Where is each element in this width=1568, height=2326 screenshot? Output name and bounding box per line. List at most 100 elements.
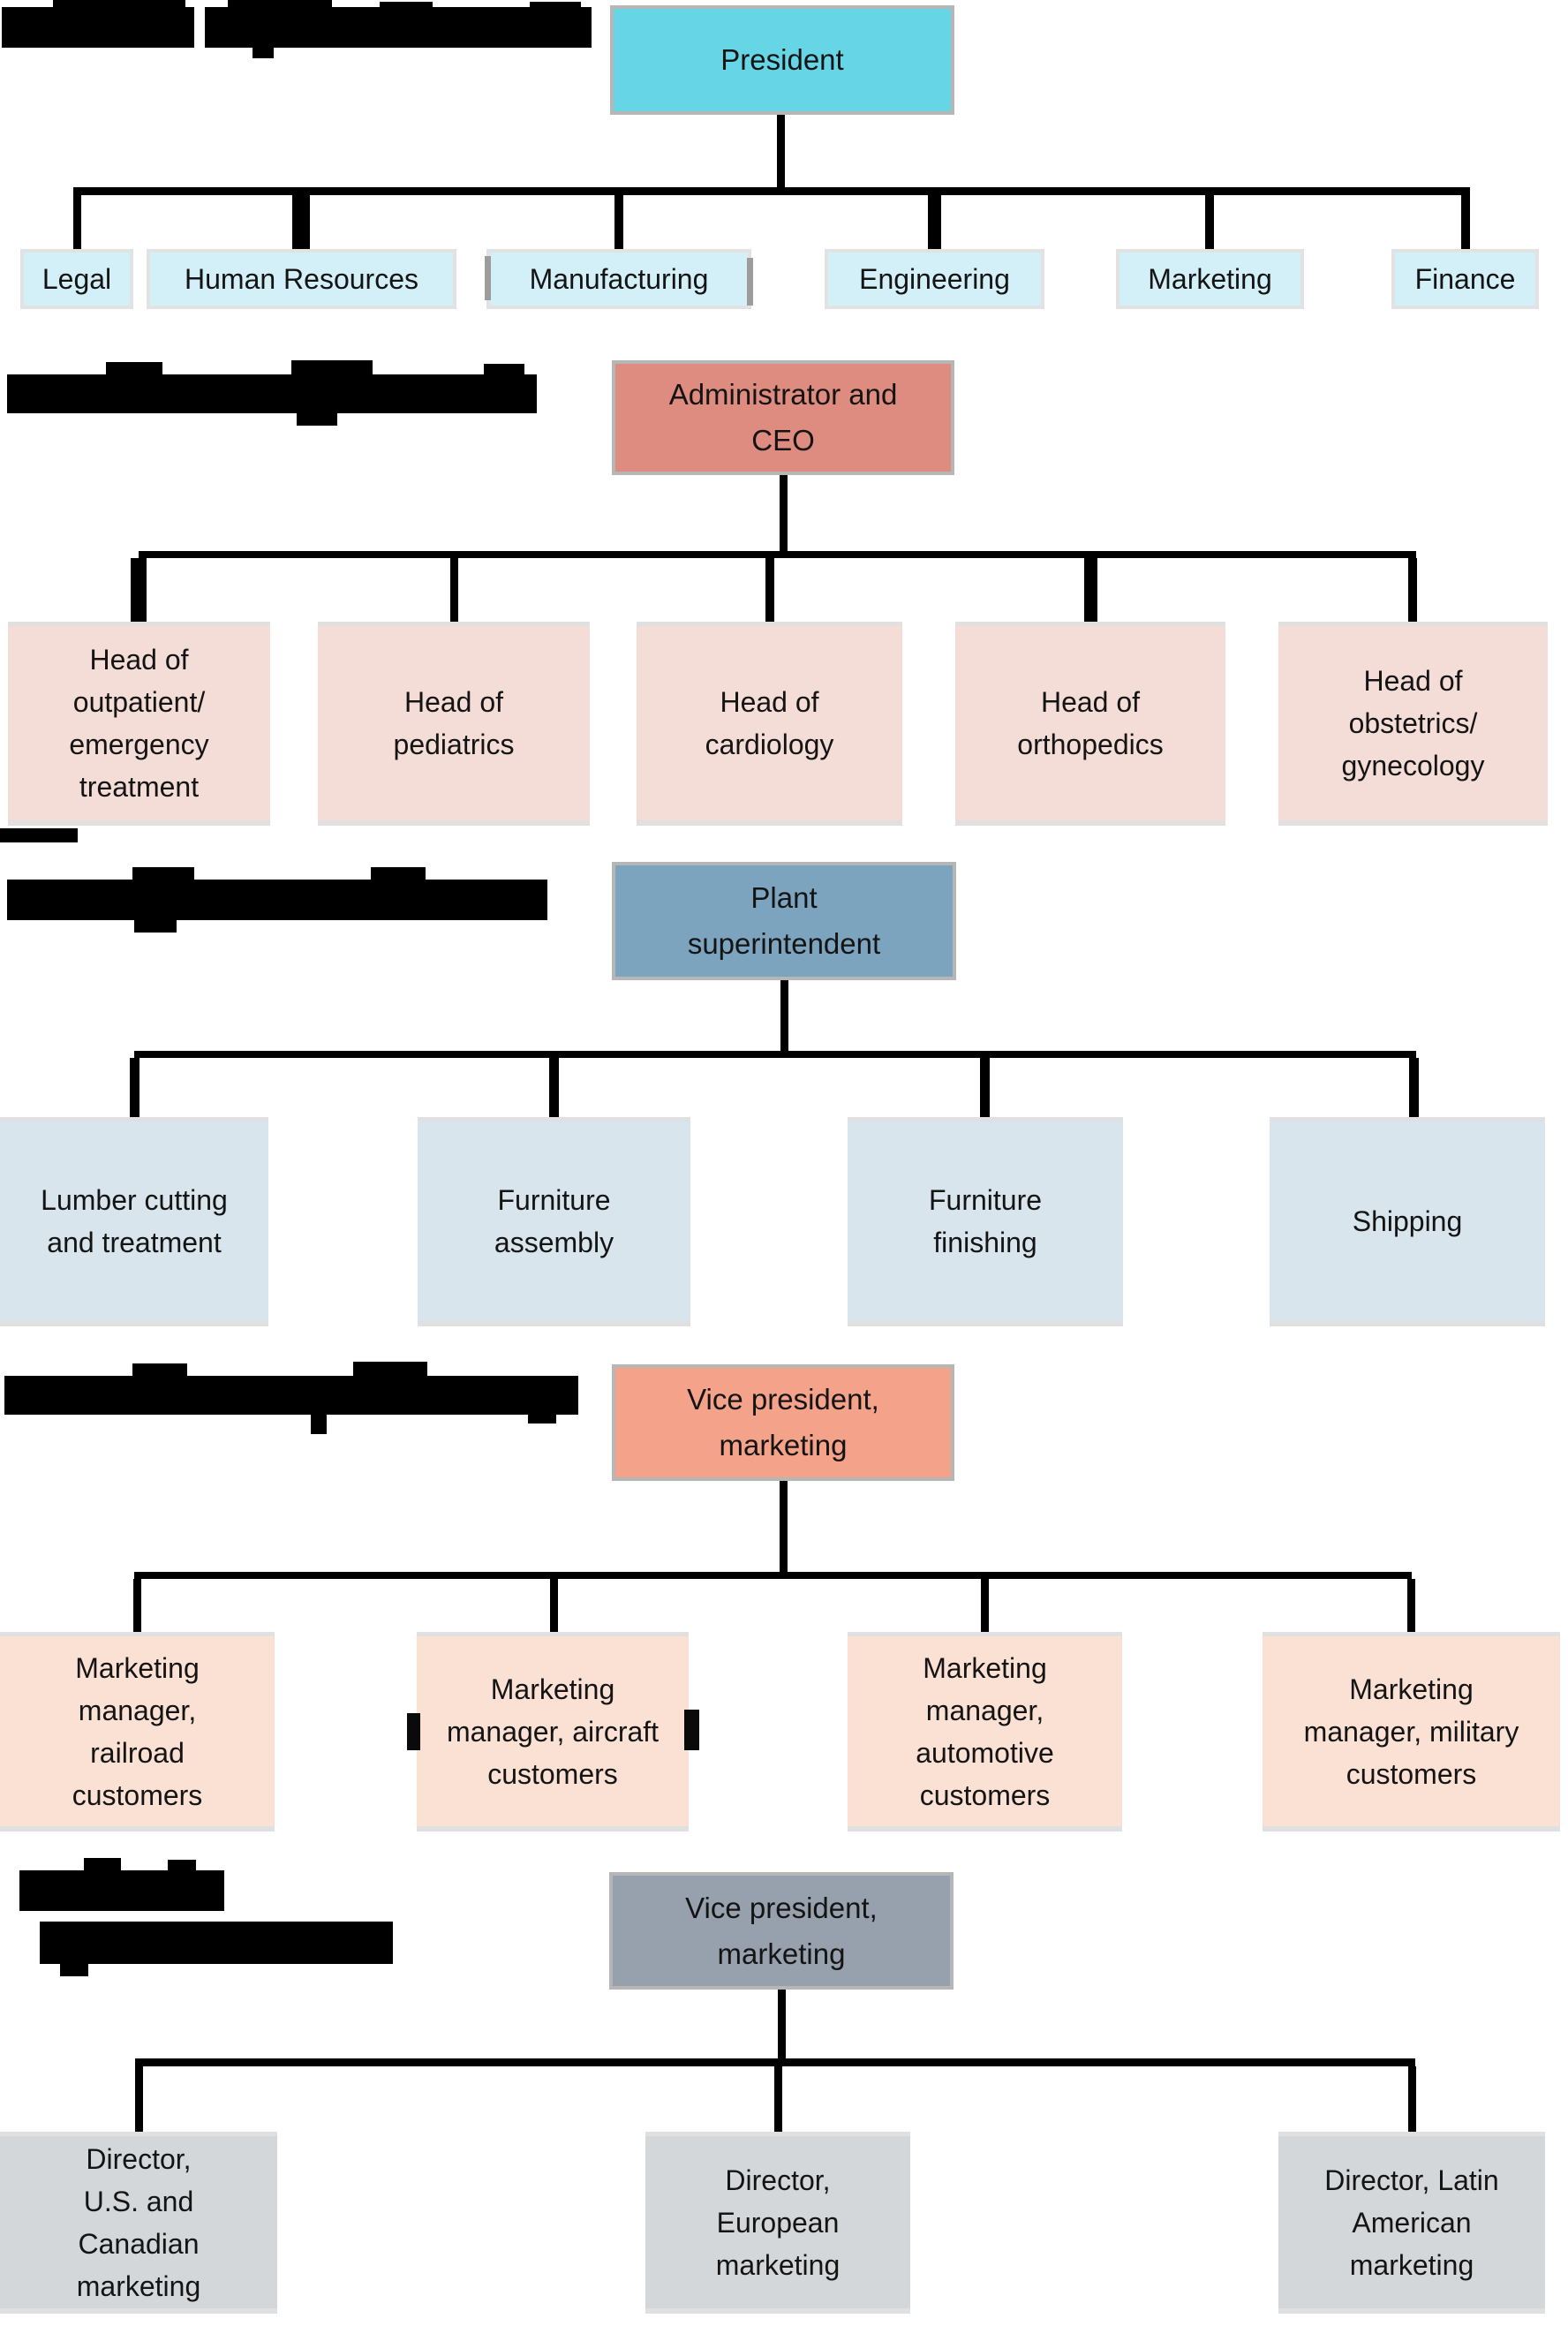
redaction-bar — [53, 0, 185, 11]
connector-line — [550, 1579, 558, 1633]
connector-line — [73, 195, 81, 249]
box-label: Marketing — [923, 1651, 1047, 1684]
box-label: Canadian — [78, 2227, 200, 2260]
box-label: Human Resources — [185, 263, 418, 295]
box-lumber-cutting-treatment: Lumber cutting and treatment — [0, 1117, 268, 1326]
box-label: orthopedics — [1017, 729, 1164, 760]
box-label: Lumber cutting — [41, 1184, 228, 1216]
box-label: marketing — [717, 1937, 846, 1970]
box-label: Head of — [89, 644, 189, 676]
box-vice-president-marketing-customer: Vice president, marketing — [612, 1364, 954, 1481]
connector-line — [774, 2066, 782, 2132]
redaction-bar — [84, 1858, 121, 1872]
box-director-european: Director, European marketing — [645, 2132, 910, 2314]
box-label: and treatment — [47, 1227, 222, 1258]
connector-line — [133, 1579, 141, 1633]
box-label: outpatient/ — [72, 686, 206, 718]
connector-line — [778, 1990, 786, 2060]
box-manufacturing: Manufacturing — [486, 249, 751, 309]
redaction-bar — [134, 918, 177, 933]
box-label: U.S. and — [83, 2185, 194, 2217]
box-label: Engineering — [859, 263, 1010, 295]
box-label: Shipping — [1352, 1205, 1463, 1237]
box-label: treatment — [79, 771, 200, 803]
box-label: Vice president, — [687, 1383, 879, 1416]
connector-line — [777, 115, 785, 189]
connector-line — [780, 1481, 788, 1574]
box-president: President — [610, 5, 954, 115]
box-marketing-manager-aircraft: Marketing manager, aircraft customers — [417, 1632, 689, 1831]
connector-line — [130, 1058, 139, 1117]
redaction-bar — [371, 867, 426, 881]
connector-line — [765, 558, 774, 622]
connector-line — [73, 187, 1470, 195]
box-label: Plant — [750, 881, 818, 914]
box-label: marketing — [1349, 2248, 1474, 2281]
redaction-bar — [311, 1413, 327, 1434]
box-label: Vice president, — [685, 1891, 878, 1924]
box-label: Head of — [1363, 665, 1463, 697]
box-engineering: Engineering — [825, 249, 1044, 309]
connector-line — [780, 980, 788, 1053]
redaction-bar — [106, 362, 162, 376]
connector-line — [1408, 558, 1417, 622]
box-label: Director, — [86, 2142, 192, 2175]
connector-line — [614, 195, 623, 249]
redaction-mark — [747, 258, 753, 306]
redaction-mark — [407, 1713, 420, 1750]
redaction-bar — [0, 828, 78, 842]
box-label: marketing — [715, 2248, 841, 2281]
redaction-bar — [228, 0, 332, 11]
box-label: obstetrics/ — [1348, 707, 1478, 739]
box-marketing-manager-automotive: Marketing manager, automotive customers — [848, 1632, 1122, 1831]
redaction-mark — [684, 1710, 699, 1750]
box-shipping: Shipping — [1270, 1117, 1545, 1326]
box-marketing-manager-military: Marketing manager, military customers — [1263, 1632, 1560, 1831]
connector-line — [1461, 195, 1470, 249]
box-vice-president-marketing-geographic: Vice president, marketing — [609, 1872, 954, 1990]
box-label: Director, — [725, 2164, 831, 2196]
box-furniture-finishing: Furniture finishing — [848, 1117, 1123, 1326]
connector-line — [1407, 1579, 1415, 1633]
box-plant-superintendent: Plant superintendent — [612, 862, 956, 980]
box-label: Marketing — [490, 1673, 615, 1705]
redaction-bar — [4, 1376, 578, 1415]
box-label: CEO — [751, 424, 815, 457]
connector-line — [928, 195, 941, 249]
box-label: railroad — [90, 1736, 185, 1769]
connector-line — [981, 1579, 989, 1633]
redaction-bar — [530, 2, 581, 12]
box-head-orthopedics: Head of orthopedics — [955, 622, 1225, 826]
redaction-bar — [2, 7, 194, 48]
box-label: Head of — [1040, 686, 1141, 718]
box-label: Finance — [1414, 263, 1516, 295]
box-label: pediatrics — [393, 729, 515, 760]
box-label: Head of — [403, 686, 504, 718]
redaction-mark — [485, 256, 491, 300]
box-label: customers — [487, 1757, 618, 1790]
redaction-bar — [132, 1363, 187, 1378]
box-director-us-canadian: Director, U.S. and Canadian marketing — [0, 2132, 277, 2314]
redaction-bar — [253, 48, 274, 58]
box-marketing: Marketing — [1116, 249, 1304, 309]
redaction-bar — [132, 867, 194, 881]
box-director-latin-american: Director, Latin American marketing — [1278, 2132, 1545, 2314]
connector-line — [134, 1572, 1412, 1579]
box-label: manager, military — [1303, 1715, 1519, 1748]
redaction-bar — [7, 880, 547, 920]
box-label: Marketing — [1148, 263, 1272, 295]
box-administrator-ceo: Administrator and CEO — [612, 360, 954, 475]
connector-line — [135, 2066, 143, 2132]
box-label: gynecology — [1341, 750, 1485, 782]
redaction-bar — [380, 2, 433, 12]
box-label: Furniture — [497, 1184, 611, 1216]
box-label: Marketing — [75, 1651, 200, 1684]
connector-line — [131, 558, 147, 622]
box-label: marketing — [719, 1429, 848, 1461]
connector-line — [549, 1058, 559, 1117]
box-label: Legal — [41, 263, 112, 295]
box-label: manager, — [925, 1694, 1044, 1726]
box-finance: Finance — [1391, 249, 1539, 309]
box-label: Marketing — [1349, 1673, 1474, 1705]
redaction-bar — [7, 374, 537, 413]
